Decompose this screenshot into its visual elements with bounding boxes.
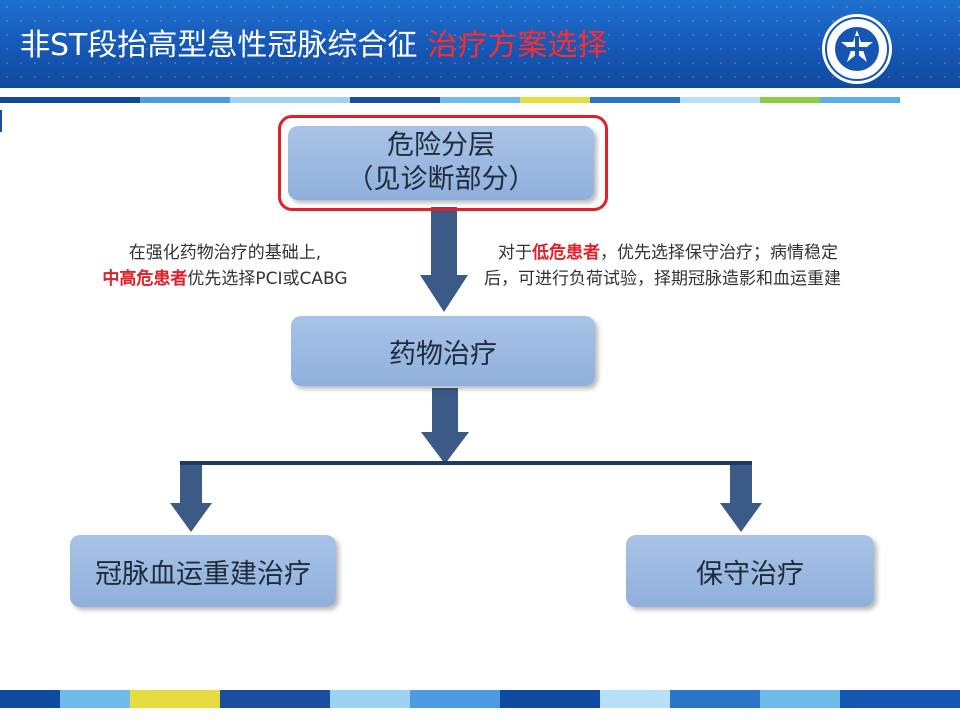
right-note-highlight: 低危患者: [532, 243, 600, 263]
arrow-branch-to-conservative: [720, 465, 762, 532]
slide-header: 非ST段抬高型急性冠脉综合征治疗方案选择: [0, 0, 960, 88]
drug-box-label: 药物治疗: [389, 338, 497, 370]
drug-therapy-box: 药物治疗: [291, 316, 595, 386]
slide-title: 非ST段抬高型急性冠脉综合征治疗方案选择: [20, 24, 607, 68]
arrow-risk-to-drug: [420, 207, 468, 312]
conservative-box-label: 保守治疗: [696, 558, 804, 590]
left-edge-mark: [0, 110, 2, 132]
left-note-highlight: 中高危患者: [102, 269, 188, 289]
conservative-therapy-box: 保守治疗: [626, 535, 874, 607]
right-note-line1: ，优先选择保守治疗；病情稳定: [600, 243, 838, 263]
left-note-line2: 优先选择PCI或CABG: [187, 269, 348, 289]
risk-stratification-box: 危险分层 （见诊断部分）: [288, 126, 594, 200]
header-color-stripe: [0, 88, 960, 103]
risk-box-highlight-outline: [278, 115, 608, 211]
left-note-line1: 在强化药物治疗的基础上,: [128, 243, 322, 263]
header-pattern: [0, 0, 960, 88]
revasc-box-label: 冠脉血运重建治疗: [95, 558, 311, 590]
risk-box-line1: 危险分层: [387, 130, 495, 161]
right-note-prefix: 对于: [498, 243, 532, 263]
revascularization-box: 冠脉血运重建治疗: [70, 535, 336, 607]
footer-blank: [0, 708, 960, 720]
title-main: 非ST段抬高型急性冠脉综合征: [20, 28, 418, 63]
left-note: 在强化药物治疗的基础上, 中高危患者优先选择PCI或CABG: [60, 240, 390, 292]
title-sub: 治疗方案选择: [427, 28, 608, 63]
branch-line: [180, 461, 752, 465]
right-note-line2: 后，可进行负荷试验，择期冠脉造影和血运重建: [484, 269, 841, 289]
footer-color-stripe: [0, 690, 960, 708]
risk-box-line2: （见诊断部分）: [346, 164, 536, 195]
right-note: 对于低危患者，优先选择保守治疗；病情稳定 后，可进行负荷试验，择期冠脉造影和血运…: [478, 240, 958, 292]
arrow-branch-to-revasc: [170, 465, 212, 532]
arrow-drug-to-branch: [421, 388, 469, 464]
health-ministry-emblem-icon: [822, 14, 892, 84]
